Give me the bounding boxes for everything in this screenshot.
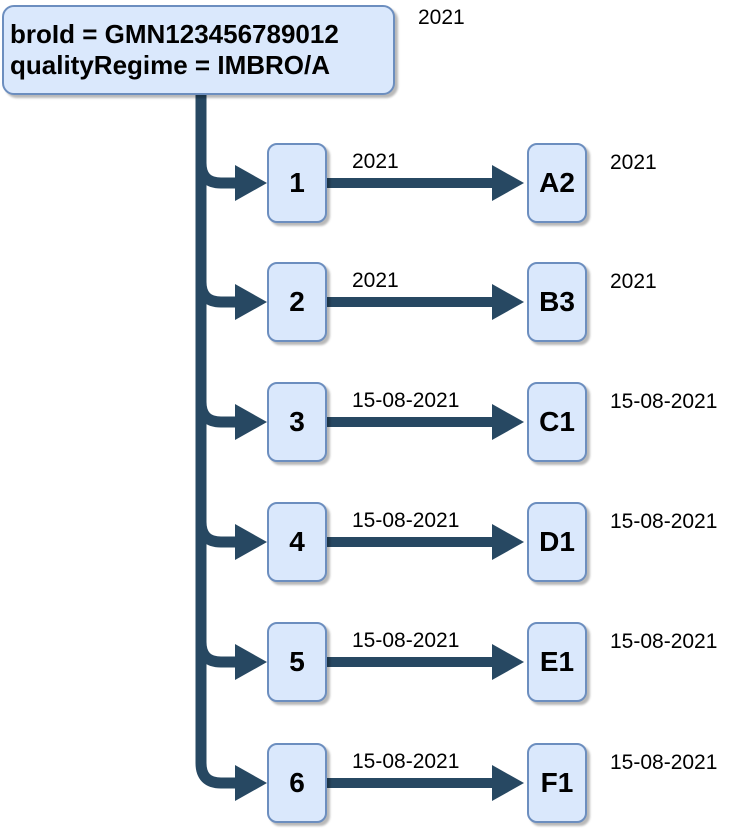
edge-date-label-6: 15-08-2021 — [352, 750, 460, 773]
target-date-label-1: 2021 — [610, 151, 657, 174]
target-node-e1: E1 — [527, 622, 587, 702]
source-node-2: 2 — [267, 262, 327, 342]
source-node-6: 6 — [267, 743, 327, 823]
target-node-b3: B3 — [527, 262, 587, 342]
edge-arrowhead — [492, 284, 524, 320]
branch-arrowhead — [235, 284, 267, 320]
branch-elbow — [195, 372, 237, 428]
root-node-quality-regime: qualityRegime = IMBRO/A — [10, 50, 330, 80]
branch-elbow — [195, 252, 237, 308]
edge-date-label-5: 15-08-2021 — [352, 629, 460, 652]
edge-arrowhead — [492, 644, 524, 680]
target-node-d1: D1 — [527, 502, 587, 582]
edge-arrowhead — [492, 765, 524, 801]
target-date-label-3: 15-08-2021 — [610, 390, 718, 413]
edge-arrowhead — [492, 524, 524, 560]
source-node-3: 3 — [267, 382, 327, 462]
branch-elbow — [195, 492, 237, 548]
target-date-label-2: 2021 — [610, 270, 657, 293]
branch-arrowhead — [235, 644, 267, 680]
source-node-1: 1 — [267, 143, 327, 223]
edge-date-label-1: 2021 — [352, 150, 399, 173]
edge-arrowhead — [492, 165, 524, 201]
target-node-f1: F1 — [527, 743, 587, 823]
source-node-5: 5 — [267, 622, 327, 702]
root-year-label: 2021 — [418, 6, 465, 29]
target-node-c1: C1 — [527, 382, 587, 462]
target-date-label-6: 15-08-2021 — [610, 751, 718, 774]
target-date-label-4: 15-08-2021 — [610, 510, 718, 533]
branch-arrowhead — [235, 165, 267, 201]
edge-date-label-3: 15-08-2021 — [352, 389, 460, 412]
branch-elbow — [195, 133, 237, 189]
edge-date-label-2: 2021 — [352, 269, 399, 292]
edge-date-label-4: 15-08-2021 — [352, 509, 460, 532]
target-date-label-5: 15-08-2021 — [610, 630, 718, 653]
source-node-4: 4 — [267, 502, 327, 582]
root-node-broid: broId = GMN123456789012 — [10, 19, 339, 49]
trunk-connector — [195, 93, 237, 789]
edge-arrowhead — [492, 404, 524, 440]
branch-arrowhead — [235, 524, 267, 560]
branch-arrowhead — [235, 404, 267, 440]
branch-elbow — [195, 612, 237, 668]
root-node: broId = GMN123456789012 qualityRegime = … — [2, 5, 395, 95]
target-node-a2: A2 — [527, 143, 587, 223]
branch-arrowhead — [235, 765, 267, 801]
